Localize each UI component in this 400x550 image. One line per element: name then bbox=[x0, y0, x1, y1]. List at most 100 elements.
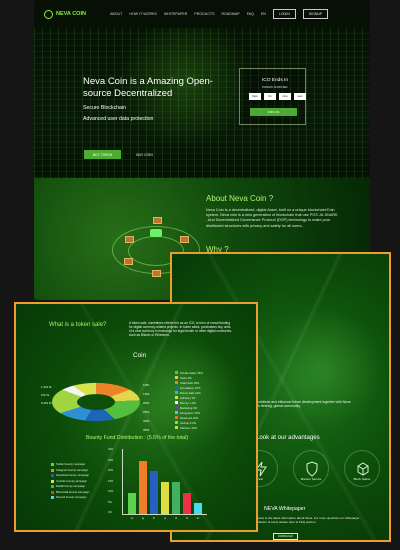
bounty-color-swatch bbox=[51, 485, 54, 489]
about-text: Neva Coin is a decentralized, digital As… bbox=[206, 208, 338, 228]
legend-label: Partners 15% bbox=[180, 425, 197, 430]
bounty-label: Reddit bounty campaign bbox=[56, 485, 85, 489]
donut-label-2: 1% % bbox=[41, 393, 50, 397]
bounty-color-swatch bbox=[51, 463, 54, 467]
download-whitepaper-button[interactable]: DOWNLOAD bbox=[273, 533, 298, 540]
donut-label-3: 0.2% % bbox=[41, 401, 52, 405]
bounty-bar bbox=[139, 460, 147, 514]
bar-y-tick: 25% bbox=[108, 458, 114, 462]
top-navigation: NEVA COIN ABOUT HOW IT WORKS WHITEPAPER … bbox=[34, 0, 370, 28]
legend-color-swatch bbox=[175, 391, 178, 394]
whitepaper-text: Get access to the latest information abo… bbox=[249, 516, 360, 524]
buy-token-button[interactable]: BUY TOKEN bbox=[84, 150, 121, 159]
donut-label-7: 25% bbox=[143, 410, 150, 414]
bounty-bar bbox=[128, 492, 136, 514]
website-preview-main: NEVA COIN ABOUT HOW IT WORKS WHITEPAPER … bbox=[34, 0, 370, 300]
legend-color-swatch bbox=[175, 421, 178, 424]
nav-products[interactable]: PRODUCTS bbox=[194, 12, 215, 16]
advantage-secure-card: Mission Secure bbox=[293, 450, 329, 487]
bar-x-tick: yt bbox=[164, 517, 166, 520]
legend-row: Advisory 1% bbox=[175, 395, 247, 400]
bounty-color-swatch bbox=[51, 490, 54, 494]
bounty-label: Facebook bounty campaign bbox=[56, 474, 90, 478]
bar-x-tick: fb bbox=[153, 517, 155, 520]
nav-about[interactable]: ABOUT bbox=[109, 12, 123, 16]
advantage-block-card: Block Native bbox=[344, 450, 380, 487]
join-us-button[interactable]: JOIN US bbox=[250, 108, 297, 116]
legend-row: Partners 15% bbox=[175, 425, 247, 430]
bounty-chart-title: Bounty Fund Distribution : (5.5% of the … bbox=[86, 435, 189, 441]
bar-y-tick: 0% bbox=[108, 511, 112, 514]
bounty-color-swatch bbox=[51, 479, 54, 483]
advantage-secure-label: Mission Secure bbox=[300, 477, 322, 481]
bounty-row: Reddit bounty campaign bbox=[51, 484, 119, 490]
coin-legend: Private Sales 15%Team 4%Initial Sale 15%… bbox=[175, 370, 247, 430]
block-icon bbox=[125, 236, 134, 243]
legend-label: Marketing 4% bbox=[180, 405, 198, 410]
ico-title: ICO Ends In bbox=[261, 78, 289, 83]
legend-label: Airdrop 0.2% bbox=[180, 420, 197, 425]
nav-whitepaper[interactable]: WHITEPAPER bbox=[163, 12, 188, 16]
token-sale-description: A token sale, sometimes referred to as a… bbox=[129, 321, 232, 338]
advantage-fast-label: Fast bbox=[257, 477, 263, 481]
counter-hours: hrs bbox=[264, 93, 276, 100]
whitepaper-title: NEVA Whitepaper bbox=[264, 506, 306, 512]
login-button[interactable]: LOGIN bbox=[272, 9, 296, 19]
bar-x-tick: bt bbox=[186, 517, 188, 520]
legend-color-swatch bbox=[175, 386, 178, 389]
bar-y-tick: 30% bbox=[108, 448, 114, 451]
bounty-bar bbox=[161, 482, 169, 514]
counter-days: Days bbox=[249, 93, 261, 100]
buy-coin-button[interactable]: BUY COIN bbox=[136, 152, 153, 157]
legend-label: Advisory 1% bbox=[180, 395, 196, 400]
legend-label: Bonus Sale 10% bbox=[180, 390, 201, 395]
hero-title: Neva Coin is a Amazing Open-source Decen… bbox=[83, 76, 213, 99]
website-preview-lower-left: What is a token sale? A token sale, some… bbox=[14, 302, 258, 532]
nav-faq[interactable]: FAQ bbox=[246, 12, 254, 16]
bounty-bar bbox=[150, 471, 158, 514]
nav-roadmap[interactable]: ROADMAP bbox=[221, 12, 240, 16]
advantages-title: Look at our advantages bbox=[256, 434, 320, 441]
bar-y-tick: 5% bbox=[108, 500, 112, 504]
center-light-icon bbox=[150, 229, 162, 237]
hero-section: Neva Coin is a Amazing Open-source Decen… bbox=[34, 28, 370, 178]
bounty-color-swatch bbox=[51, 474, 54, 478]
donut-label-9: 35% bbox=[143, 428, 150, 432]
donut-label-5: 15% bbox=[143, 392, 150, 396]
block-icon bbox=[124, 258, 133, 265]
legend-color-swatch bbox=[175, 406, 178, 409]
counter-minutes: mins bbox=[279, 93, 291, 100]
why-title: Why ? bbox=[206, 245, 229, 254]
legend-color-swatch bbox=[175, 396, 178, 399]
logo[interactable]: NEVA COIN bbox=[44, 9, 86, 19]
legend-row: Initial Sale 15% bbox=[175, 380, 247, 385]
legend-label: Initial Sale 15% bbox=[180, 380, 200, 385]
bounty-bar bbox=[194, 503, 202, 514]
shield-icon bbox=[306, 461, 318, 477]
block-icon bbox=[153, 217, 162, 224]
legend-label: Team 4% bbox=[180, 375, 192, 380]
bounty-row: Bitcointalk bounty campaign bbox=[51, 490, 119, 496]
language-select[interactable]: EN bbox=[260, 12, 266, 16]
legend-row: Marketing 4% bbox=[175, 405, 247, 410]
legend-label: Reserved 10% bbox=[180, 415, 199, 420]
donut-label-1: 1.4% % bbox=[41, 385, 52, 389]
counter-seconds: secs bbox=[294, 93, 306, 100]
legend-color-swatch bbox=[175, 426, 178, 429]
token-sale-title: What is a token sale? bbox=[49, 322, 107, 328]
bounty-color-swatch bbox=[51, 496, 54, 500]
legend-row: Bounty 1.4% bbox=[175, 400, 247, 405]
hero-feature-secure: Secure Blockchain bbox=[83, 105, 126, 111]
bar-x-tick: tw bbox=[130, 517, 134, 520]
donut-label-4: 10% bbox=[143, 383, 150, 387]
legend-row: Bonus Sale 10% bbox=[175, 390, 247, 395]
bounty-label: Discord bounty campaign bbox=[56, 496, 87, 500]
nav-how-it-works[interactable]: HOW IT WORKS bbox=[129, 12, 157, 16]
legend-row: Reserved 10% bbox=[175, 415, 247, 420]
bar-y-tick: 15% bbox=[108, 479, 114, 483]
signup-button[interactable]: SIGNUP bbox=[302, 9, 329, 19]
advantage-block-label: Block Native bbox=[353, 477, 371, 481]
legend-color-swatch bbox=[175, 371, 178, 374]
